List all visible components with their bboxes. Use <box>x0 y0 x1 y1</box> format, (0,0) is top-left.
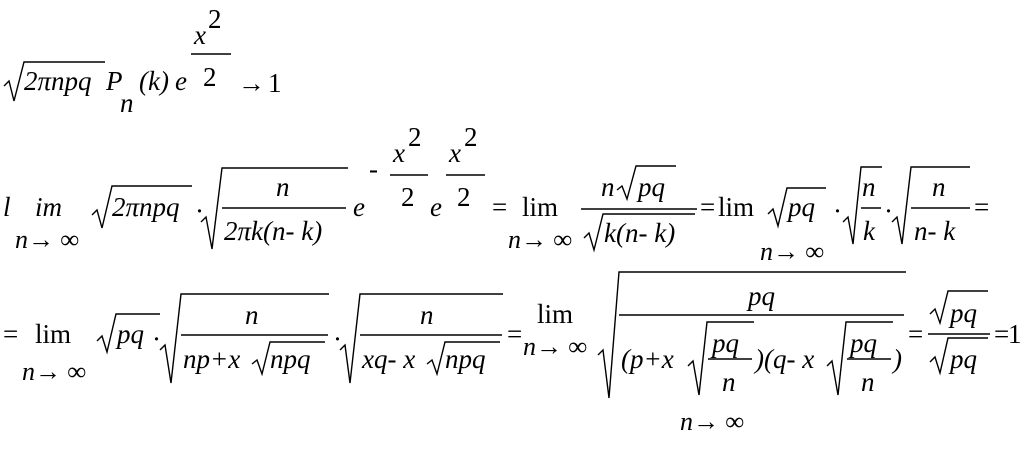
frac-den-xq-minus-x: xq- x <box>361 344 415 374</box>
equals-6: = <box>908 319 923 349</box>
big-frac-den-p-plus-x: (p+x <box>621 344 674 374</box>
final-den-pq: pq <box>948 344 977 374</box>
frac-num-pq: pq <box>636 172 665 202</box>
numerator-n: n <box>276 172 290 202</box>
frac-den-np-plus-x: np+x <box>183 344 240 374</box>
n-over-k-num: n <box>862 172 876 202</box>
radical-sign <box>929 290 988 326</box>
lim-im: im <box>35 192 62 222</box>
equals-7: = <box>994 319 1009 349</box>
lim-3: lim <box>718 192 754 222</box>
lim-subscript-2: n→ ∞ <box>508 225 572 254</box>
line-3: = lim n→ ∞ pq · n np+x npq · n xq- x npq… <box>3 271 1022 436</box>
exp1-num-pow: 2 <box>408 122 422 152</box>
radical-sign <box>767 187 826 229</box>
big-frac-den-q-minus-x: )(q- x <box>753 344 814 374</box>
lim-l: l <box>3 192 11 222</box>
lim-subscript-5: n→ ∞ <box>523 332 587 361</box>
limit-value: 1 <box>268 68 282 98</box>
lim-subscript-6: n→ ∞ <box>680 407 744 436</box>
radical-sign <box>597 271 906 399</box>
radical-sign <box>842 166 882 245</box>
prob-symbol: P <box>105 66 123 96</box>
lim-subscript-1: n→ ∞ <box>15 225 79 254</box>
dot: · <box>884 196 893 226</box>
exp-minus: - <box>369 154 378 184</box>
inner-den-n-2: n <box>861 367 875 397</box>
exp-numerator-power: 2 <box>208 4 222 34</box>
dot: · <box>152 324 161 354</box>
equals-4: = <box>3 319 18 349</box>
equals-2: = <box>700 192 715 222</box>
exp-numerator-x: x <box>193 20 206 50</box>
frac-num-n: n <box>420 300 434 330</box>
radicand: 2πnpq <box>24 66 92 96</box>
exp1-den: 2 <box>401 182 415 212</box>
euler-e-2: e <box>430 192 442 222</box>
exp2-den: 2 <box>457 182 471 212</box>
exp2-num-x: x <box>448 138 461 168</box>
inner-num-pq-1: pq <box>710 328 739 358</box>
arrow: → <box>238 68 265 98</box>
frac-den: k(n- k) <box>604 218 675 248</box>
radical-sign <box>929 337 988 376</box>
radical-sign <box>687 321 754 396</box>
lim-5: lim <box>537 299 573 329</box>
radicand-pq: pq <box>115 319 144 349</box>
dot: · <box>833 196 842 226</box>
radical-sign <box>91 185 192 229</box>
radicand-2pinpq: 2πnpq <box>112 192 180 222</box>
inner-num-pq-2: pq <box>848 328 877 358</box>
n-over-k-den: k <box>863 216 876 246</box>
n-over-nk-den: n- k <box>914 216 956 246</box>
subscript-n: n <box>120 88 134 118</box>
lim-subscript-3: n→ ∞ <box>760 237 824 266</box>
dot: · <box>195 196 204 226</box>
exp-denominator: 2 <box>203 62 217 92</box>
lim-2: lim <box>522 192 558 222</box>
radical-sign <box>616 165 676 202</box>
radical-sign <box>339 293 503 384</box>
k-argument: (k) <box>139 66 169 96</box>
radical-sign <box>891 166 970 245</box>
big-frac-num-pq: pq <box>746 281 775 311</box>
radical-sign <box>96 313 160 355</box>
euler-e: e <box>175 66 187 96</box>
frac-den-npq: npq <box>445 344 486 374</box>
radical-sign <box>251 341 325 377</box>
lim-4: lim <box>35 319 71 349</box>
radical-sign <box>826 321 893 396</box>
denominator: 2πk(n- k) <box>224 216 322 246</box>
final-one: 1 <box>1008 319 1022 349</box>
inner-den-n-1: n <box>722 367 736 397</box>
equals-1: = <box>492 192 507 222</box>
final-num-pq: pq <box>948 298 977 328</box>
radical-sign <box>3 61 105 102</box>
line-1: 2πnpq P n (k) e x 2 2 → 1 <box>3 4 282 118</box>
big-frac-den-close: ) <box>891 344 902 374</box>
exp2-num-pow: 2 <box>464 122 478 152</box>
euler-e-1: e <box>353 192 365 222</box>
line-2: l im n→ ∞ 2πnpq · n 2πk(n- k) e - x 2 2 … <box>3 122 989 266</box>
frac-num-n: n <box>601 172 615 202</box>
radical-sign <box>426 341 500 377</box>
radical-sign <box>200 167 348 250</box>
radical-sign <box>159 293 329 384</box>
equals-3: = <box>974 192 989 222</box>
frac-num-n: n <box>245 300 259 330</box>
frac-den-npq: npq <box>270 344 311 374</box>
dot: · <box>333 324 342 354</box>
radical-sign <box>583 213 695 253</box>
lim-subscript-4: n→ ∞ <box>22 357 86 386</box>
n-over-nk-num: n <box>932 172 946 202</box>
exp1-num-x: x <box>392 138 405 168</box>
equals-5: = <box>507 319 522 349</box>
radicand-pq: pq <box>786 192 815 222</box>
